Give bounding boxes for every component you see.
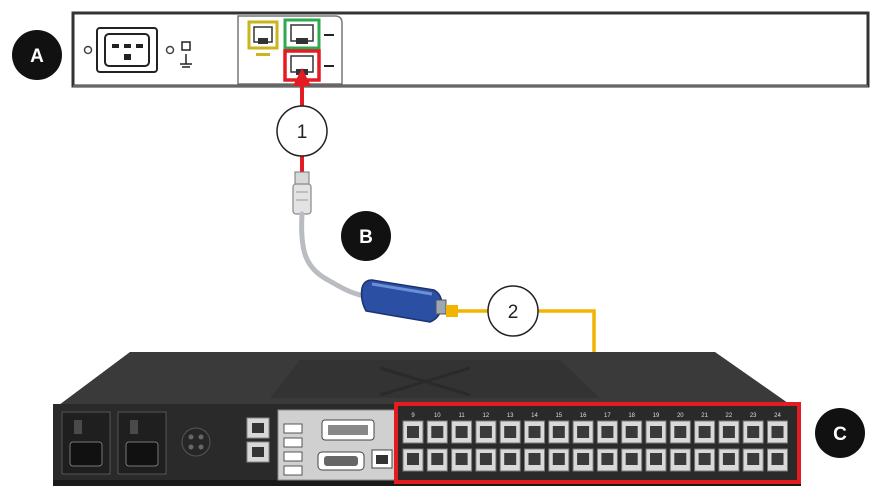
target-port <box>596 420 618 444</box>
target-port <box>621 448 643 472</box>
power-module-2 <box>117 411 167 475</box>
port-number-label: 13 <box>507 413 514 419</box>
target-port <box>402 448 424 472</box>
target-port <box>669 448 691 472</box>
fan-vent <box>181 427 211 457</box>
target-port <box>621 420 643 444</box>
device-a-panel <box>71 11 870 88</box>
target-port <box>524 420 545 444</box>
target-port <box>475 420 497 444</box>
target-port <box>402 420 424 444</box>
target-port <box>694 420 716 444</box>
grey-cable <box>299 211 373 300</box>
port-number-label: 18 <box>628 413 635 419</box>
usb-ports <box>283 423 303 476</box>
port-number-label: 21 <box>701 413 708 419</box>
target-port <box>767 448 788 472</box>
target-port <box>426 420 448 444</box>
port-number-label: 24 <box>774 413 781 419</box>
label-a-badge: A <box>12 30 62 80</box>
target-port <box>694 448 716 472</box>
target-port <box>718 420 740 444</box>
lan-ports <box>246 417 270 463</box>
target-port-grid: 9 10 11 12 13 14 15 16 17 18 19 20 21 22 23 24 <box>402 413 788 472</box>
label-a: A <box>30 46 44 67</box>
target-port <box>499 420 521 444</box>
port-number-label: 12 <box>483 413 490 419</box>
network-module-a <box>237 15 343 85</box>
target-port <box>596 448 618 472</box>
power-inlet-a <box>96 27 158 73</box>
port-number-label: 14 <box>531 413 538 419</box>
switch-c: 9 10 11 12 13 14 15 16 17 18 19 20 21 22 23 24 <box>53 352 801 486</box>
label-c-badge: C <box>815 408 865 458</box>
rj45-plug <box>292 171 312 215</box>
target-port <box>548 448 570 472</box>
target-port <box>524 448 545 472</box>
target-port <box>669 420 691 444</box>
port-number-label: 9 <box>411 413 415 419</box>
port-number-label: 17 <box>604 413 611 419</box>
vga-port <box>317 451 365 471</box>
port-number-label: 20 <box>677 413 684 419</box>
port-number-label: 11 <box>458 413 465 419</box>
target-port <box>572 420 594 444</box>
target-port <box>767 420 788 444</box>
target-port <box>742 420 764 444</box>
dvi-port <box>321 419 375 441</box>
port-number-label: 22 <box>726 413 733 419</box>
port-number-label: 15 <box>555 413 562 419</box>
target-port <box>451 420 473 444</box>
power-module-1 <box>61 411 111 475</box>
ground-icon <box>180 41 192 68</box>
yellow-port-a <box>247 20 279 56</box>
target-port <box>742 448 764 472</box>
screw-icon <box>165 45 175 55</box>
callout-1-text: 1 <box>297 122 308 143</box>
screw-icon <box>83 45 93 55</box>
target-port <box>426 448 448 472</box>
target-port <box>451 448 473 472</box>
label-c: C <box>833 424 847 445</box>
callout-2: 2 <box>487 285 539 337</box>
port-number-label: 19 <box>653 413 660 419</box>
label-b-badge: B <box>341 211 391 261</box>
callout-1: 1 <box>276 105 328 157</box>
label-b: B <box>359 227 373 248</box>
target-port <box>645 448 667 472</box>
console-port <box>371 449 393 469</box>
callout-2-text: 2 <box>508 302 519 323</box>
target-port <box>718 448 740 472</box>
arrow-up-icon <box>293 68 311 86</box>
port-number-label: 10 <box>434 413 441 419</box>
target-port <box>475 448 497 472</box>
green-port-a <box>283 18 321 50</box>
target-ports-highlight <box>394 402 801 484</box>
target-port <box>572 448 594 472</box>
blue-dongle <box>360 279 447 323</box>
port-number-label: 23 <box>750 413 757 419</box>
target-port <box>645 420 667 444</box>
port-number-label: 16 <box>580 413 587 419</box>
target-port <box>548 420 570 444</box>
target-port <box>499 448 521 472</box>
